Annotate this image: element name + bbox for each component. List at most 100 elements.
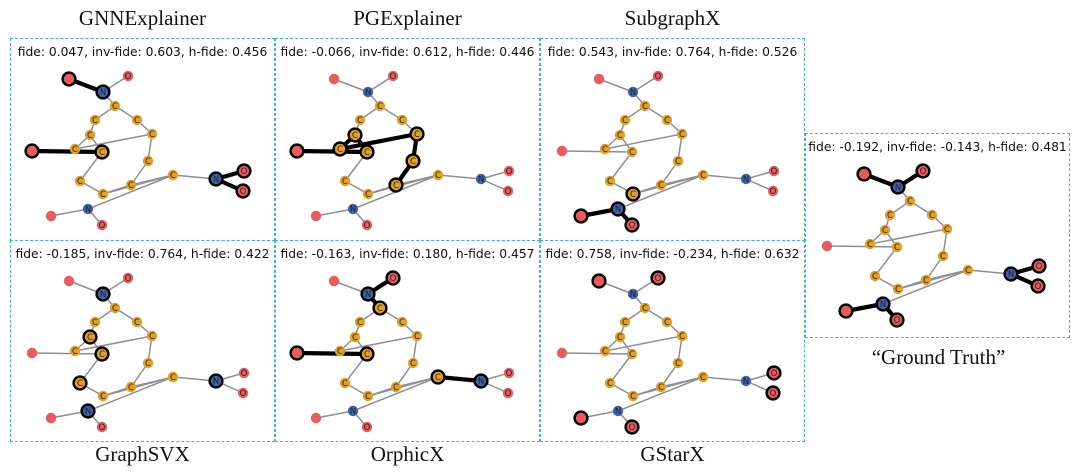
bond	[333, 78, 369, 93]
title-graphsvx: GraphSVX	[95, 442, 190, 466]
highlighted-atom-o	[573, 410, 589, 426]
highlighted-atom-c: C	[347, 127, 363, 143]
panel-gnnexplainer: fide: 0.047, inv-fide: 0.603, h-fide: 0.…	[10, 38, 275, 241]
atom-c: C	[604, 377, 616, 389]
svg-text:N: N	[213, 377, 219, 387]
svg-text:C: C	[134, 318, 140, 328]
svg-text:C: C	[929, 211, 935, 221]
highlighted-atom-c: C	[372, 300, 388, 316]
svg-text:N: N	[478, 377, 484, 387]
atom-c: C	[362, 390, 374, 402]
atom-c: C	[869, 270, 881, 282]
svg-text:C: C	[622, 318, 628, 328]
atom-c: C	[676, 128, 688, 140]
highlighted-atom-o: O	[624, 217, 640, 233]
svg-text:C: C	[630, 392, 636, 402]
atom-o	[310, 210, 322, 222]
bond	[874, 246, 898, 277]
bond	[826, 245, 898, 248]
svg-text:N: N	[615, 205, 621, 215]
atom-o	[593, 73, 605, 85]
atom-c: C	[599, 143, 611, 155]
bond	[315, 208, 354, 217]
atom-c: C	[864, 238, 876, 250]
atom-o: O	[96, 421, 108, 433]
bond	[561, 352, 633, 355]
atom-o: O	[122, 272, 134, 284]
svg-text:O: O	[771, 167, 778, 177]
svg-text:O: O	[241, 167, 248, 177]
atom-n: N	[82, 203, 94, 215]
atom-c: C	[604, 175, 616, 187]
bond	[87, 376, 174, 412]
atom-c: C	[884, 209, 896, 221]
svg-text:C: C	[99, 350, 105, 360]
atom-c: C	[146, 330, 158, 342]
atom-o: O	[768, 165, 780, 177]
svg-text:C: C	[342, 379, 348, 389]
svg-text:C: C	[364, 148, 370, 158]
atom-c: C	[614, 331, 626, 343]
bond	[339, 335, 418, 352]
atom-n: N	[612, 405, 624, 417]
svg-text:N: N	[365, 290, 371, 300]
atom-o	[328, 73, 340, 85]
atom-c: C	[941, 223, 953, 235]
svg-text:C: C	[629, 148, 635, 158]
highlighted-bond	[294, 148, 370, 155]
svg-text:N: N	[630, 88, 636, 98]
svg-text:C: C	[617, 131, 623, 141]
svg-text:C: C	[700, 373, 706, 383]
atom-c: C	[661, 114, 673, 126]
atom-c: C	[892, 283, 904, 295]
svg-text:N: N	[895, 183, 901, 193]
highlighted-atom-c: C	[409, 126, 425, 142]
svg-text:C: C	[87, 333, 93, 343]
svg-text:C: C	[99, 148, 105, 158]
highlighted-atom-c: C	[405, 153, 421, 169]
title-gnnexplainer: GNNExplainer	[78, 6, 207, 30]
svg-text:C: C	[658, 181, 664, 191]
svg-text:C: C	[867, 240, 873, 250]
svg-text:O: O	[125, 72, 132, 82]
svg-text:O: O	[655, 72, 662, 82]
atom-c: C	[396, 316, 408, 328]
highlighted-atom-o	[573, 208, 589, 224]
atom-c: C	[672, 357, 684, 369]
highlighted-atom-n: N	[208, 373, 224, 389]
svg-text:N: N	[1008, 270, 1014, 280]
atom-c: C	[146, 128, 158, 140]
svg-text:C: C	[894, 243, 900, 253]
svg-text:N: N	[478, 175, 484, 185]
svg-text:C: C	[642, 304, 648, 314]
atom-c: C	[339, 175, 351, 187]
bond	[617, 174, 704, 210]
atom-c: C	[97, 188, 109, 200]
svg-text:C: C	[607, 177, 613, 187]
svg-text:C: C	[679, 130, 685, 140]
atom-o: O	[502, 185, 514, 197]
metric-ground-truth: fide: -0.192, inv-fide: -0.143, h-fide: …	[808, 140, 1067, 154]
atom-c: C	[349, 331, 361, 343]
svg-text:O: O	[99, 221, 106, 231]
highlighted-atom-n: N	[95, 286, 111, 302]
atom-o	[63, 275, 75, 287]
atom-c: C	[619, 114, 631, 126]
svg-text:C: C	[337, 347, 343, 357]
svg-text:C: C	[134, 116, 140, 126]
atom-o: O	[361, 219, 373, 231]
bond	[617, 376, 704, 412]
title-gstarx: GStarX	[640, 442, 705, 466]
svg-text:C: C	[642, 102, 648, 112]
svg-text:O: O	[506, 167, 513, 177]
svg-text:O: O	[505, 187, 512, 197]
bond	[130, 376, 174, 388]
atom-n: N	[362, 86, 374, 98]
svg-text:C: C	[622, 116, 628, 126]
svg-text:C: C	[352, 131, 358, 141]
atom-c: C	[142, 357, 154, 369]
svg-text:O: O	[770, 389, 777, 399]
svg-text:C: C	[658, 383, 664, 393]
